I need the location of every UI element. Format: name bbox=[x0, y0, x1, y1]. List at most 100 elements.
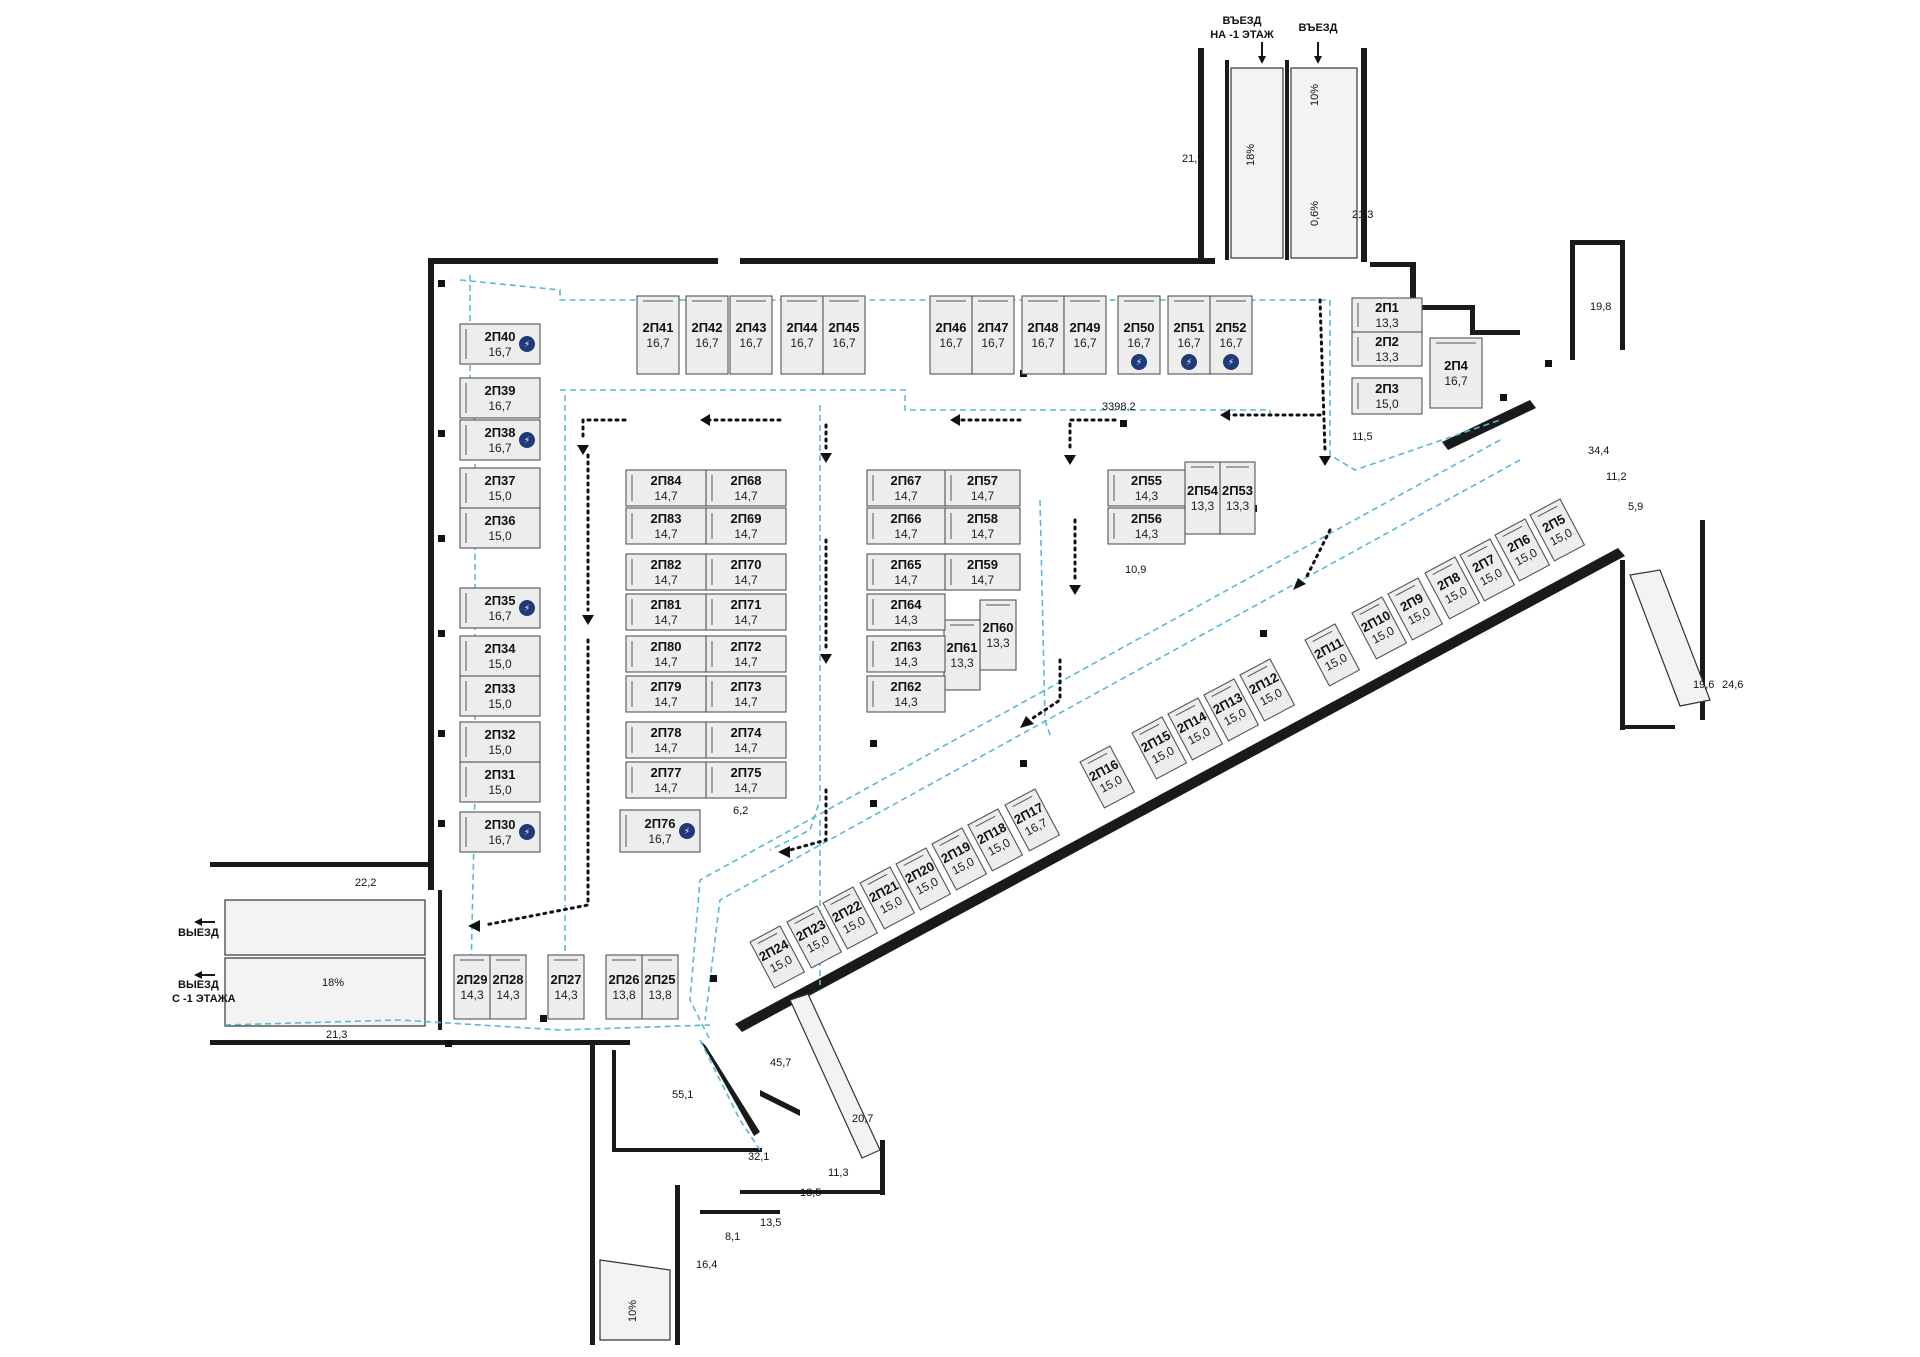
slot-area: 15,0 bbox=[488, 657, 512, 671]
room-area: 13,5 bbox=[760, 1217, 781, 1229]
slot-area: 14,7 bbox=[971, 573, 995, 587]
slot-area: 14,7 bbox=[654, 655, 678, 669]
electric-charging-icon: ⚡ bbox=[519, 824, 535, 840]
slot-area: 15,0 bbox=[488, 489, 512, 503]
slot-area: 16,7 bbox=[1177, 336, 1201, 350]
slot-area: 16,7 bbox=[790, 336, 814, 350]
exit-lower-label: ВЫЕЗД bbox=[178, 979, 219, 991]
ramp-left-upper bbox=[224, 899, 426, 956]
svg-text:⚡: ⚡ bbox=[1228, 357, 1234, 367]
slot-code: 2П79 bbox=[650, 679, 681, 694]
slot-code: 2П73 bbox=[730, 679, 761, 694]
ramp-upper-left bbox=[1230, 67, 1284, 259]
ramp-left-lower bbox=[224, 957, 426, 1027]
